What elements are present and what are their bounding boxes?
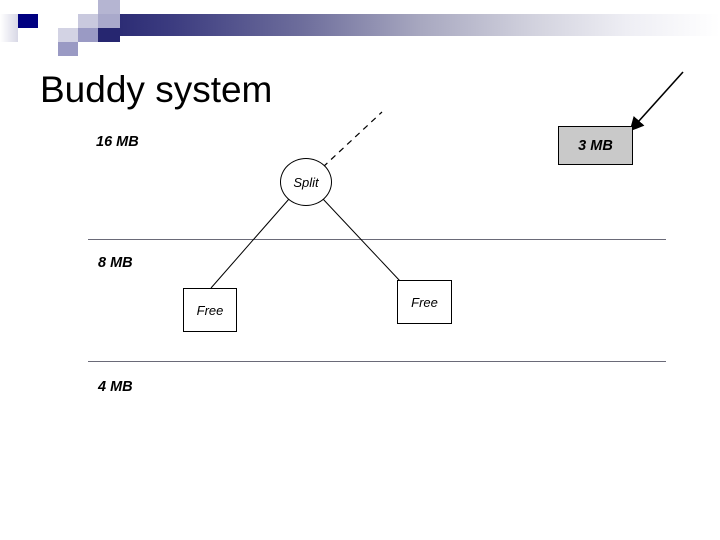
block-free-right[interactable]: Free — [397, 280, 452, 324]
connector-split-to-16mb-dashed — [322, 111, 383, 168]
block-3mb[interactable]: 3 MB — [558, 126, 633, 165]
square-pale-1 — [58, 28, 78, 42]
square-light-top — [98, 0, 120, 14]
square-pale-3 — [78, 14, 98, 28]
square-light-2 — [98, 14, 120, 28]
square-mid-2 — [58, 42, 78, 56]
divider-line-4mb — [88, 361, 666, 362]
square-navy-2 — [98, 28, 120, 42]
square-dark-navy — [18, 14, 38, 28]
connector-split-to-free-right — [322, 198, 401, 282]
label-8mb: 8 MB — [98, 255, 133, 271]
header-gradient-bar — [98, 14, 720, 36]
page-title: Buddy system — [40, 69, 273, 110]
connector-split-to-free-left — [210, 198, 290, 289]
square-fade-left — [0, 14, 18, 42]
label-4mb: 4 MB — [98, 379, 133, 395]
header-decoration-band — [0, 0, 720, 56]
square-mid-1 — [78, 28, 98, 42]
node-split[interactable]: Split — [280, 158, 332, 206]
label-16mb: 16 MB — [96, 134, 139, 150]
block-free-left[interactable]: Free — [183, 288, 237, 332]
divider-line-8mb — [88, 239, 666, 240]
callout-arrow-to-3mb — [629, 71, 684, 132]
